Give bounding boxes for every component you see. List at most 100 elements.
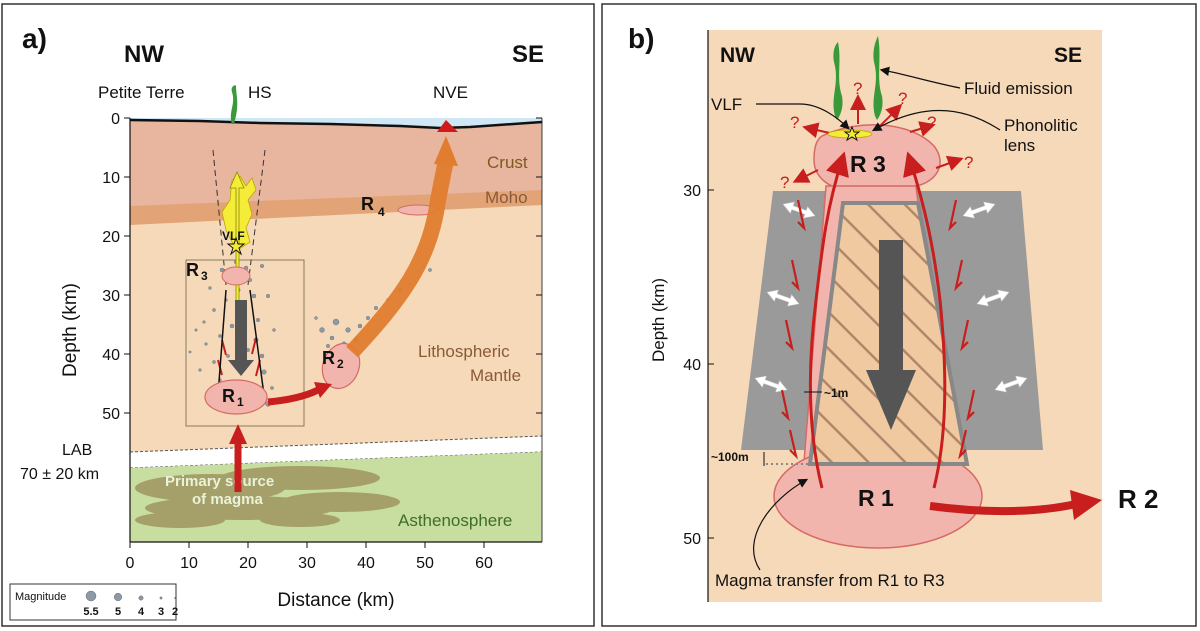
fault-marks-b [780,199,976,460]
y-tick-label-a: 50 [102,406,120,423]
phonolitic-label-1: Phonolitic [1004,116,1078,135]
vlf-label-a: VLF [222,229,245,243]
gray-down-arrow-b [866,240,916,430]
orange-arrow-r2-nve [346,158,454,358]
r1-label-b: R 1 [858,485,894,511]
height-100m-label: ~100m [711,450,749,464]
x-tick-label-a: 30 [298,555,316,572]
magnitude-value: 3 [158,606,164,618]
mantle-layer [130,200,542,452]
conduit-dash-left [212,149,227,286]
crust-label: Crust [487,153,528,172]
mantle-label: Mantle [470,366,521,385]
r2-label-b: R 2 [1118,484,1158,514]
red-arrow-r1-r2-head [314,382,332,398]
primary-source-label-2: of magma [192,491,264,508]
x-tick-label-a: 10 [180,555,198,572]
x-tick-label-a: 20 [239,555,257,572]
y-tick-label-b: 40 [683,357,701,374]
white-double-arrows [754,201,1028,393]
vlf-star-icon [226,236,246,256]
y-tick-label-a: 10 [102,170,120,187]
nve-volcano-icon [437,120,458,132]
x-tick-label-a: 0 [126,555,135,572]
magnitude-value: 5.5 [83,606,98,618]
study-box [185,259,305,427]
panel-a-se: SE [512,41,544,68]
primary-magma-blobs [135,466,400,528]
question-arrows [792,94,964,183]
q3: ? [898,89,907,108]
conduit-line-left [217,289,227,396]
r3-label-b: R 3 [850,151,886,177]
asthenosphere-label: Asthenosphere [398,511,512,530]
x-axis-title-a: Distance (km) [277,590,394,611]
y-tick-label-a: 0 [111,111,120,128]
moho-label: Moho [485,188,528,207]
magnitude-value: 2 [172,606,178,618]
fluid-emission-label: Fluid emission [964,79,1073,98]
y-tick-label-b: 50 [683,531,701,548]
transfer-label: Magma transfer from R1 to R3 [715,571,945,590]
red-flow-right [903,151,947,489]
panel-a-label: a) [22,23,47,54]
nve-label: NVE [433,83,468,102]
magnitude-title: Magnitude [15,591,66,603]
magnitude-value: 5 [115,606,121,618]
panel-b-nw: NW [720,44,755,67]
orange-arrow-head [434,136,458,166]
conduit-line-right [249,289,265,396]
q1: ? [790,113,799,132]
vlf-label-b: VLF [711,95,742,114]
petite-terre-label: Petite Terre [98,83,185,102]
phonolitic-callout-line [871,109,1001,132]
hs-label: HS [248,83,272,102]
red-arrow-to-r2 [929,500,1077,516]
q5: ? [780,173,789,192]
red-arrow-up-head [229,424,247,444]
y-tick-label-a: 20 [102,229,120,246]
gray-down-arrow-a [228,300,254,376]
magnitude-legend-box [9,583,177,621]
q2: ? [853,79,862,98]
lab-dashed-upper [129,435,543,453]
reservoir-r1-a [204,379,268,415]
x-tick-label-a: 40 [357,555,375,572]
hs-plume-icon [230,85,238,124]
lab-label-1: LAB [62,442,92,459]
transfer-callout-line [753,478,809,571]
panel-b-label: b) [628,23,654,54]
phonolitic-label-2: lens [1004,136,1035,155]
magnitude-symbols [85,590,176,602]
width-1m-label: ~1m [824,386,848,400]
red-arrow-r1-r2 [267,386,320,406]
vlf-star-b [843,125,861,142]
panel-a-nw: NW [124,41,164,68]
magnitude-value: 4 [138,606,145,618]
x-tick-label-a: 60 [475,555,493,572]
seafloor [129,118,543,130]
y-axis-title-b: Depth (km) [649,278,668,362]
panel-a: a) NW SE Primary source of magma Crust [1,3,595,627]
vlf-callout-line [756,103,850,130]
red-arrow-to-r2-head [1070,490,1102,520]
q4: ? [927,113,936,132]
q6: ? [964,153,973,172]
y-tick-label-a: 30 [102,288,120,305]
x-tick-label-a: 50 [416,555,434,572]
panel-b-se: SE [1054,44,1082,67]
fluid-emission-plumes [833,36,883,120]
lithospheric-label: Lithospheric [418,342,510,361]
panel-b: b) NW SE [601,3,1197,627]
y-axis-title-a: Depth (km) [60,283,81,377]
lab-label-2: 70 ± 20 km [20,466,99,483]
conduit-dash-right [247,149,266,286]
primary-source-label-1: Primary source [165,473,274,490]
y-tick-label-b: 30 [683,183,701,200]
